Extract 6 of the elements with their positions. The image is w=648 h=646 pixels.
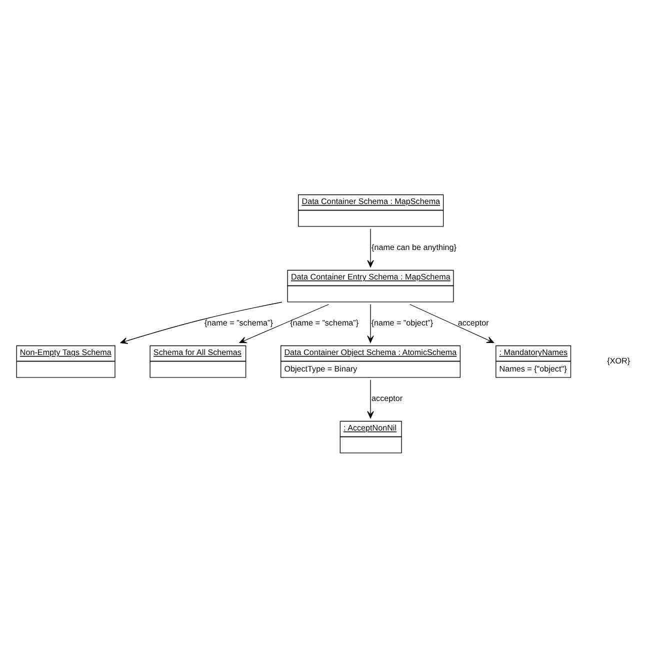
arrow bbox=[367, 304, 374, 342]
arrow bbox=[367, 228, 374, 267]
arrow bbox=[239, 304, 330, 343]
arrow bbox=[367, 379, 374, 418]
arrow bbox=[410, 304, 494, 342]
arrow bbox=[120, 301, 282, 344]
